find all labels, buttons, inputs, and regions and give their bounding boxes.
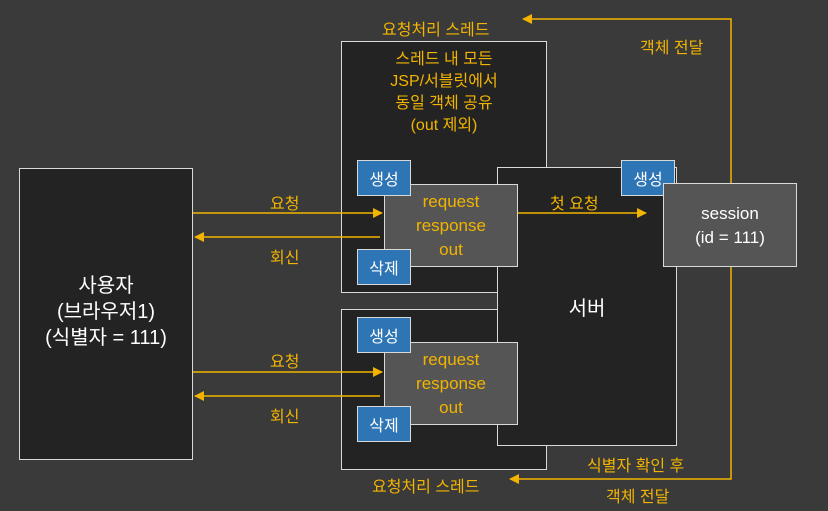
- session-deliver-top-arrow: [522, 14, 732, 183]
- bottom-thread-caption: 요청처리 스레드: [372, 479, 480, 496]
- deliver-top-label: 객체 전달: [640, 40, 704, 57]
- user-label: 사용자 (브라우저1) (식별자 = 111): [45, 275, 167, 349]
- after-check-label: 식별자 확인 후: [587, 458, 685, 475]
- user-box: [19, 168, 193, 460]
- session-box: session (id = 111): [663, 183, 797, 267]
- top-thread-caption: 요청처리 스레드: [382, 22, 490, 39]
- top-request-label: 요청: [270, 196, 300, 213]
- bottom-reply-label: 회신: [270, 409, 300, 426]
- top-create-badge: 생성: [357, 160, 411, 196]
- server-label: 서버: [568, 298, 606, 320]
- deliver-bottom-label: 객체 전달: [606, 489, 670, 506]
- thread-note: 스레드 내 모든 JSP/서블릿에서 동일 객체 공유 (out 제외): [390, 51, 498, 134]
- first-request-label: 첫 요청: [550, 196, 599, 213]
- session-deliver-bottom-arrow: [509, 267, 732, 484]
- top-delete-badge: 삭제: [357, 249, 411, 285]
- bottom-request-label: 요청: [270, 354, 300, 371]
- top-reply-label: 회신: [270, 250, 300, 267]
- bottom-create-badge: 생성: [357, 317, 411, 353]
- top-objects-box: request response out: [384, 184, 518, 267]
- bottom-delete-badge: 삭제: [357, 406, 411, 442]
